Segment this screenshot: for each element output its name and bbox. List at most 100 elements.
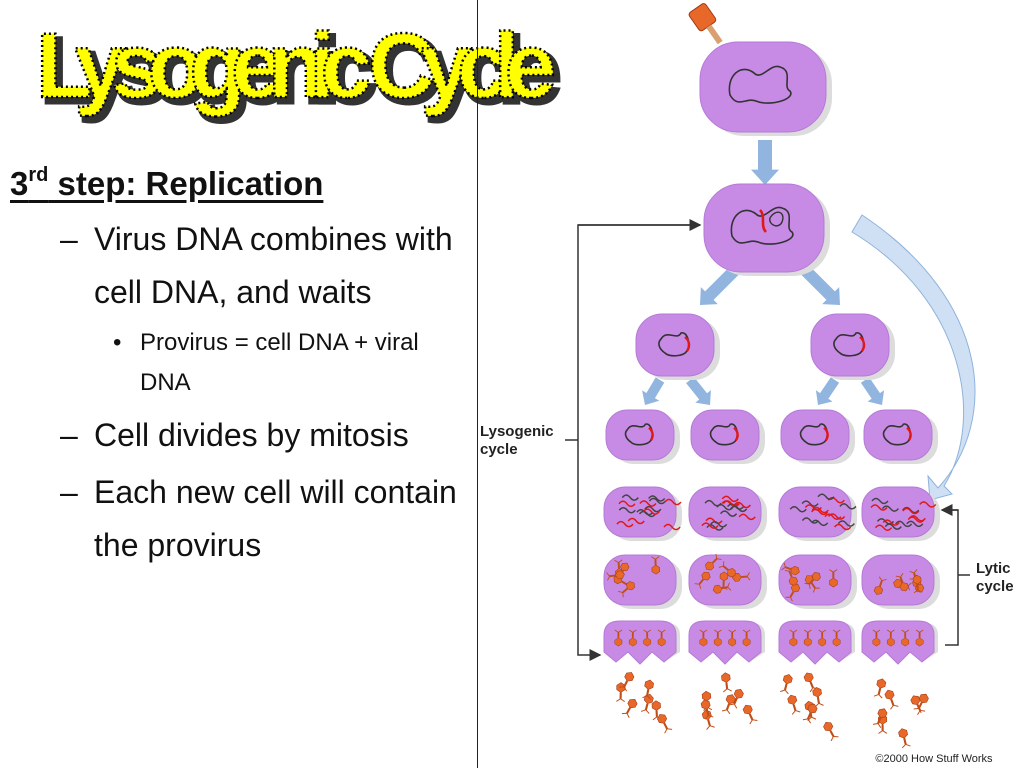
phage-head (624, 672, 635, 682)
phage-legs (781, 562, 786, 571)
bacteriophage-icon (718, 561, 736, 578)
phage-tail (617, 562, 620, 569)
phage-tail (875, 632, 878, 638)
phage-head (701, 571, 711, 581)
phage-tail (722, 580, 725, 587)
phage-legs (818, 629, 827, 633)
dna-fragment (733, 501, 751, 509)
phage-tail (879, 580, 883, 587)
step-suffix: rd (28, 164, 49, 186)
bacteriophage-icon (832, 629, 841, 647)
phage-legs (890, 704, 899, 710)
phage-legs (901, 629, 910, 633)
dna-fragment (874, 524, 893, 531)
lysogenic-label-2: cycle (480, 441, 518, 458)
phage-legs (729, 703, 738, 709)
phage-legs (619, 686, 628, 692)
step-number: 3 (10, 165, 29, 202)
infecting-phage-icon (688, 3, 723, 45)
phage-tail (835, 632, 838, 638)
bacteriophage-icon (606, 570, 625, 581)
phage-tail (623, 680, 629, 688)
cell-body (699, 41, 827, 133)
phage-tail (889, 632, 892, 638)
bacteriophage-icon (742, 704, 758, 725)
bacteriophage-icon (784, 567, 798, 586)
burst-cell-body (603, 620, 677, 665)
bacteriophage-icon (642, 679, 654, 700)
phage-legs (727, 582, 732, 591)
bacteriophage-icon (621, 698, 638, 718)
cell-body (778, 486, 852, 538)
phage-tail (806, 712, 812, 720)
lytic-cell-burst (603, 620, 680, 734)
phage-tail (903, 737, 907, 745)
flow-arrow (860, 377, 885, 405)
viral-dna-segment (823, 426, 829, 442)
bacteriophage-icon (780, 674, 793, 695)
phage-legs (713, 629, 722, 633)
phage-head (712, 584, 723, 594)
step-heading: 3rd step: Replication (10, 165, 472, 203)
phage-tail (619, 692, 622, 699)
dna-fragment (817, 493, 835, 501)
cell-dna-loop (728, 65, 792, 104)
phage-legs (664, 728, 673, 734)
cell-body (690, 409, 760, 461)
bacteriophage-icon (701, 709, 715, 730)
slide-title: Lysogenic Cycle Lysogenic Cycle (28, 4, 568, 125)
cell-body (810, 313, 890, 377)
phage-legs (791, 709, 801, 715)
phage-tail (904, 632, 907, 638)
phage-legs (812, 587, 820, 593)
bacteriophage-icon (700, 699, 714, 720)
phage-head (615, 570, 625, 580)
phage-legs (886, 629, 895, 633)
lytic-cell-replicating (603, 486, 682, 541)
phage-tail (626, 707, 631, 714)
phage-tail (832, 572, 835, 579)
bacteriophage-icon (713, 629, 722, 647)
phage-tail (788, 570, 793, 578)
bullet-dash: – (60, 416, 78, 453)
daughter-cell (863, 409, 938, 464)
phage-legs (915, 629, 924, 633)
phage-tail (816, 696, 820, 704)
flow-arrow (642, 377, 665, 405)
phage-legs (829, 569, 838, 573)
bullet-item: – Each new cell will contain the proviru… (10, 466, 472, 572)
lytic-cell-assembly (861, 554, 940, 609)
lytic-bracket (945, 509, 959, 646)
dna-fragment (801, 500, 819, 507)
bacteriophage-icon (742, 629, 751, 647)
bacteriophage-icon (618, 581, 635, 598)
phage-legs (832, 629, 841, 633)
phage-head (898, 728, 908, 739)
phage-head (644, 679, 654, 690)
copyright-text: ©2000 How Stuff Works (875, 753, 993, 765)
phage-tail (712, 557, 718, 564)
cell-dna-loop (730, 206, 794, 245)
cell-body (863, 409, 933, 461)
daughter-cell (635, 313, 720, 380)
arrows-layer (642, 140, 976, 501)
phage-legs (722, 688, 732, 693)
bacteriophage-icon (721, 672, 732, 693)
phage-tail (811, 582, 816, 589)
bacteriophage-icon (884, 689, 899, 710)
phage-legs (728, 629, 737, 633)
bullet-item: – Cell divides by mitosis (10, 409, 472, 462)
bacteriophage-icon (619, 672, 635, 692)
dna-fragment (648, 497, 666, 505)
dna-fragment (804, 504, 822, 511)
phage-legs (872, 629, 881, 633)
bacteriophage-icon (651, 556, 661, 575)
dna-fragment (789, 505, 807, 513)
dna-fragment (648, 495, 666, 502)
bacteriophage-icon (895, 572, 909, 592)
dna-fragment (871, 497, 889, 505)
bacteriophage-icon (912, 574, 923, 594)
bacteriophage-icon (728, 629, 737, 647)
phage-head (643, 693, 654, 705)
flow-arrow (751, 140, 779, 185)
